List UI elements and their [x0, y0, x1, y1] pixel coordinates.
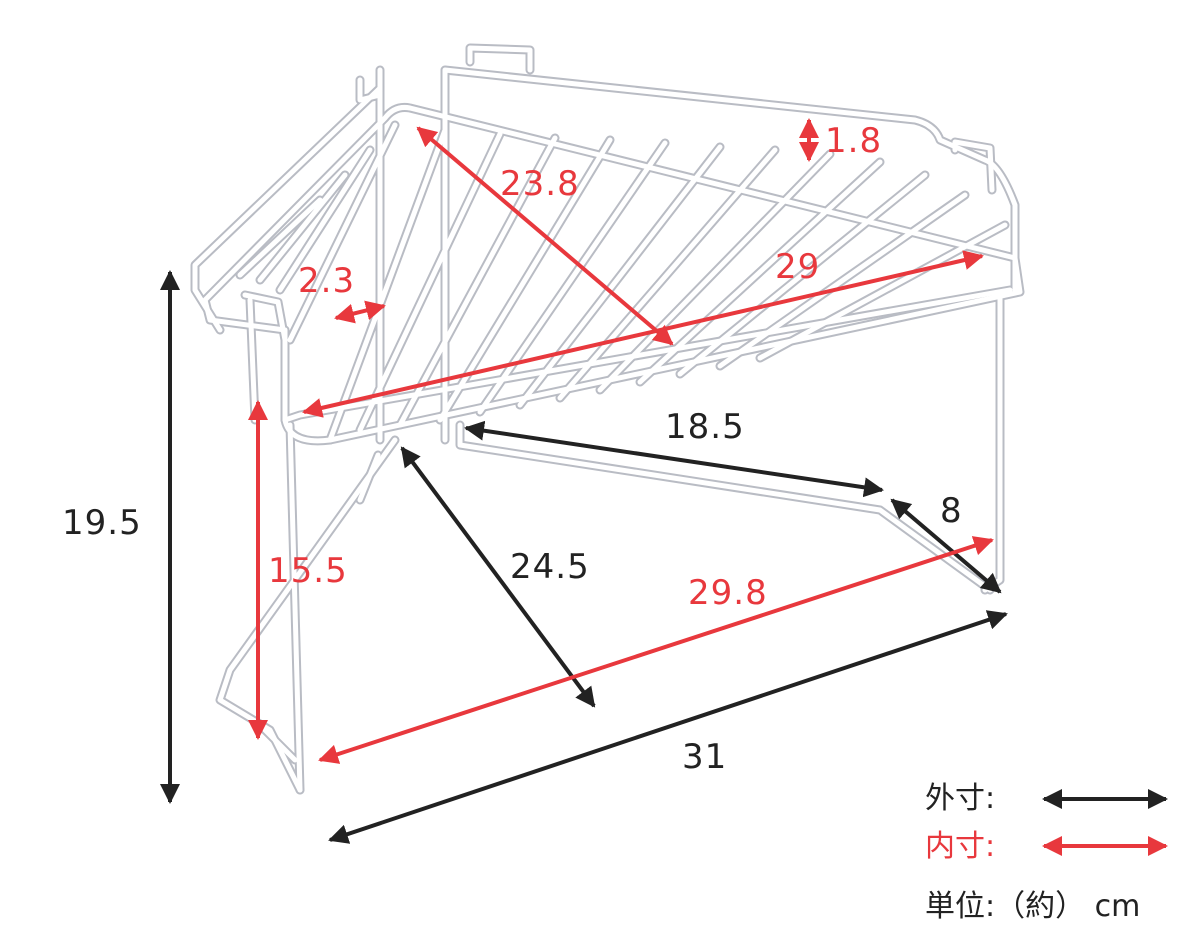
legend-outer-label: 外寸: [925, 781, 996, 816]
corner-wire-rack [190, 43, 1025, 795]
inner-base-width-label: 29.8 [688, 573, 768, 613]
leg-spacing-arrow [464, 420, 884, 498]
outer-width-label: 31 [682, 737, 727, 777]
foot-depth-label: 8 [940, 491, 963, 531]
leg-spacing-label: 18.5 [665, 407, 745, 447]
legend-inner-label: 内寸: [925, 829, 996, 864]
rim-height-label: 1.8 [825, 121, 882, 161]
inner-width-depth-label: 23.8 [500, 164, 580, 204]
inner-base-width-arrow [318, 536, 994, 764]
wire-spacing-label: 2.3 [298, 261, 355, 301]
outer-depth-label: 24.5 [510, 547, 590, 587]
legend-unit-label: 単位:（約） cm [925, 889, 1141, 924]
total-height-label: 19.5 [62, 503, 142, 543]
inner-height-label: 15.5 [268, 551, 348, 591]
inner-width-front-label: 29 [775, 247, 820, 287]
inner-width-front-arrow [302, 250, 984, 418]
